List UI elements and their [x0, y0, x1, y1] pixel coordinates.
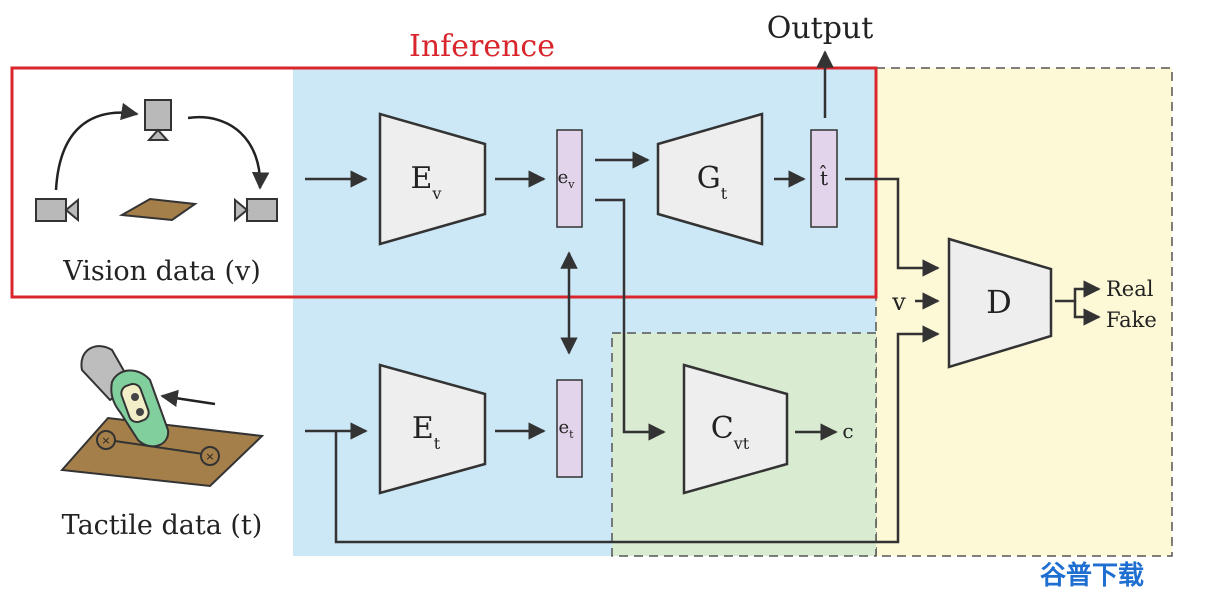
- discriminator-block: D: [947, 237, 1053, 369]
- watermark: 谷普下载: [1040, 560, 1144, 591]
- output-label: Output: [767, 11, 874, 46]
- t-hat-block: t̂: [810, 129, 838, 228]
- discriminator-to-real-arrow: [1055, 280, 1101, 303]
- gelsight-sensor-icon: [80, 345, 170, 448]
- vision-data-label: Vision data (v): [62, 256, 261, 287]
- inference-box: [10, 66, 878, 299]
- right-camera-icon: [234, 197, 278, 223]
- svg-text:×: ×: [205, 450, 214, 463]
- generator-label: Gt: [697, 161, 728, 203]
- disc-input-v-label: v: [891, 288, 906, 316]
- class-output-label: c: [842, 419, 853, 443]
- discriminator-to-fake-arrow: [1073, 301, 1101, 326]
- top-camera-icon: [144, 99, 172, 141]
- encoder-t-label: Et: [412, 411, 441, 453]
- vision-illustration: [35, 99, 278, 223]
- real-label: Real: [1106, 277, 1154, 301]
- classifier-block: Cvt: [682, 363, 789, 495]
- tactile-to-discriminator-arrow: [334, 325, 940, 544]
- t-hat-label: t̂: [819, 164, 828, 190]
- encoder-v-label: Ev: [411, 161, 442, 203]
- encoder-t-block: Et: [378, 363, 487, 495]
- discriminator-label: D: [986, 283, 1012, 321]
- ev-to-classifier-arrow: [595, 198, 666, 441]
- tactile-illustration: × ×: [59, 345, 265, 488]
- classifier-label: Cvt: [711, 411, 750, 453]
- fake-label: Fake: [1106, 308, 1157, 332]
- surface-plate-icon: [118, 197, 198, 222]
- left-camera-icon: [35, 197, 79, 223]
- generator-block: Gt: [656, 112, 764, 246]
- embedding-t-block: et: [556, 379, 583, 478]
- tactile-data-label: Tactile data (t): [62, 510, 263, 541]
- embedding-v-label: ev: [558, 167, 576, 191]
- embedding-t-label: et: [558, 417, 574, 441]
- inference-label: Inference: [409, 29, 555, 64]
- that-to-discriminator-arrow: [845, 177, 940, 277]
- encoder-v-block: Ev: [378, 112, 487, 246]
- embedding-v-block: ev: [556, 129, 583, 228]
- svg-text:×: ×: [101, 434, 110, 447]
